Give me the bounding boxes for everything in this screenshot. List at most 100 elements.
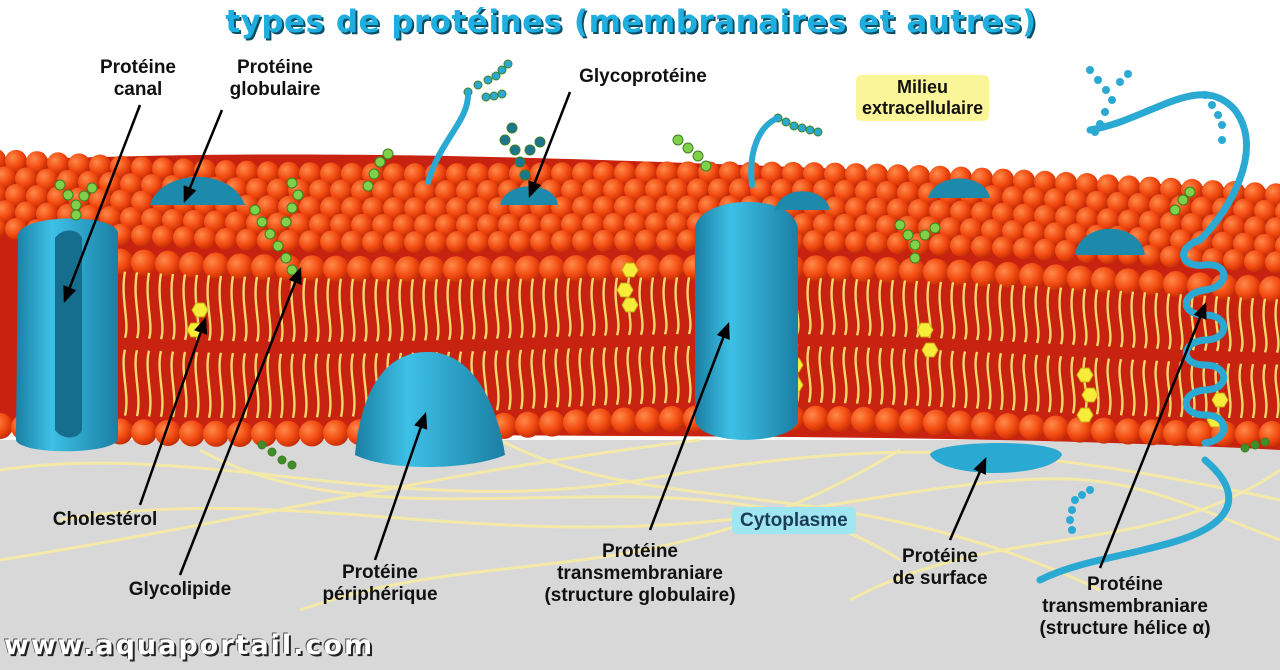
lipid-tail — [1130, 291, 1136, 349]
lipid-head — [1233, 198, 1255, 221]
lipid-tail — [446, 278, 452, 341]
sugar-bead — [54, 179, 66, 191]
sugar-bead — [1108, 96, 1116, 104]
lipid-head — [530, 230, 552, 253]
lipid-tail — [1238, 363, 1244, 419]
sugar-bead — [1169, 204, 1181, 216]
sugar-bead — [524, 144, 536, 156]
lipid-head — [341, 230, 363, 253]
sugar-bead — [287, 460, 297, 470]
lipid-head — [1044, 222, 1066, 245]
lipid-head — [1181, 212, 1203, 235]
lipid-head — [488, 230, 510, 253]
lipid-head — [1118, 175, 1140, 198]
lipid-tail — [626, 346, 632, 405]
lipid-tail — [470, 278, 476, 340]
lipid-tail — [1226, 296, 1232, 352]
lipid-tail — [254, 353, 260, 419]
lipid-tail — [566, 348, 572, 408]
lipid-tail — [290, 277, 296, 343]
lipid-head — [1149, 228, 1171, 251]
lipid-head — [719, 161, 741, 184]
lipid-head — [1115, 418, 1141, 445]
lipid-head — [614, 161, 636, 184]
lipid-head — [947, 410, 973, 437]
lipid-head — [236, 228, 258, 251]
lipid-head — [456, 180, 478, 203]
lipid-head — [320, 196, 342, 219]
lipid-head — [155, 250, 181, 277]
lipid-head — [656, 161, 678, 184]
lipid-head — [225, 211, 247, 234]
lipid-head — [845, 231, 867, 254]
sugar-bead — [1071, 496, 1079, 504]
lipid-head — [1139, 419, 1165, 446]
lipid-head — [404, 163, 426, 186]
sugar-bead — [489, 91, 499, 101]
label-transmembrane-helix: Protéine transmembraniare (structure hél… — [1039, 574, 1211, 639]
lipid-head — [897, 181, 919, 204]
lipid-head — [656, 195, 678, 218]
lipid-head — [0, 166, 16, 189]
lipid-head — [1244, 250, 1266, 273]
lipid-head — [593, 195, 615, 218]
cholesterol-ring — [921, 342, 939, 358]
lipid-head — [824, 196, 846, 219]
arrow-head — [716, 321, 730, 340]
sugar-bead — [1208, 101, 1216, 109]
lipid-tail — [1142, 292, 1148, 349]
lipid-head — [393, 214, 415, 237]
lipid-head — [395, 256, 421, 283]
lipid-tail — [242, 352, 248, 419]
lipid-tail — [134, 272, 140, 339]
label-glycoprotein: Glycoprotéine — [579, 66, 707, 87]
lipid-tail — [998, 352, 1004, 411]
lipid-tail — [662, 277, 668, 335]
lipid-tail — [506, 349, 512, 410]
lipid-head — [393, 180, 415, 203]
lipid-tail — [506, 278, 512, 339]
lipid-tail — [458, 278, 464, 340]
sugar-bead — [682, 142, 694, 154]
lipid-head — [659, 406, 685, 433]
lipid-head — [99, 206, 121, 229]
lipid-head — [372, 214, 394, 237]
lipid-head — [1275, 236, 1280, 255]
lipid-tail — [650, 346, 656, 404]
lipid-head — [0, 149, 6, 170]
lipid-tail — [614, 277, 620, 336]
lipid-head — [587, 408, 613, 435]
lipid-head — [519, 213, 541, 236]
lipid-head — [1076, 207, 1098, 230]
lipid-tail — [422, 278, 428, 341]
lipid-head — [624, 212, 646, 235]
label-globular-protein: Protéine globulaire — [229, 57, 321, 100]
lipid-tail — [950, 350, 956, 408]
lipid-head — [179, 251, 205, 278]
lipid-head — [179, 420, 205, 447]
cholesterol-ring — [621, 297, 639, 313]
pointer-line — [63, 104, 142, 301]
lipid-head — [141, 174, 163, 197]
extracellular-label: Milieu extracellulaire — [856, 75, 990, 121]
label-cholesterol: Cholestérol — [52, 509, 158, 530]
lipid-head — [1086, 190, 1108, 213]
lipid-head — [1065, 223, 1087, 246]
lipid-head — [540, 213, 562, 236]
lipid-head — [89, 154, 111, 177]
globular-bump-2 — [928, 178, 990, 198]
cytoplasm-label: Cytoplasme — [732, 507, 856, 534]
lipid-tail — [1058, 355, 1064, 414]
lipid-head — [1013, 203, 1035, 226]
lipid-tail — [1094, 357, 1100, 415]
lipid-head — [1043, 415, 1069, 442]
lipid-tail — [1022, 285, 1028, 343]
lipid-head — [299, 162, 321, 185]
lipid-tail — [842, 346, 848, 404]
lipid-head — [183, 209, 205, 232]
lipid-head — [851, 406, 877, 433]
lipid-head — [1091, 417, 1117, 444]
lipid-head — [152, 225, 174, 248]
sugar-bead — [256, 216, 268, 228]
